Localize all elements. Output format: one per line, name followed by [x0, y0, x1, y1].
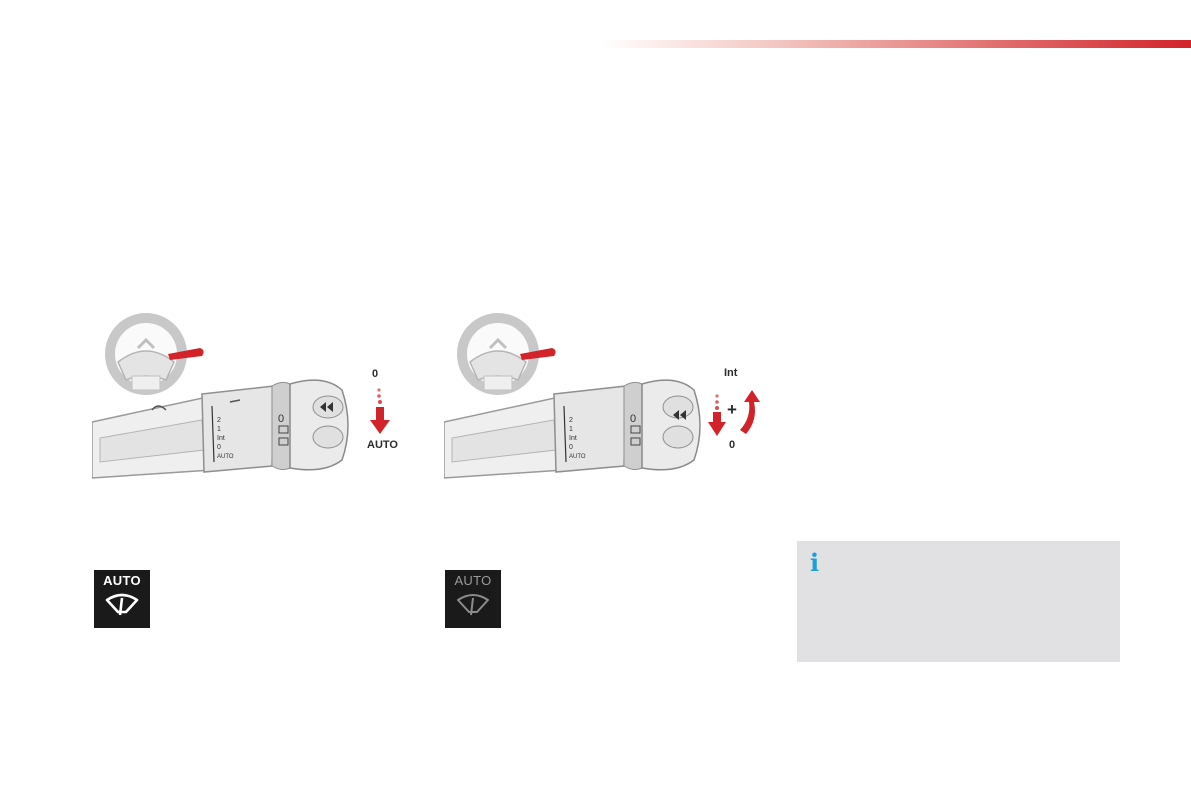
scale-label: 1	[569, 426, 573, 433]
position-label-top: 0	[372, 368, 378, 380]
steering-wheel-icon	[457, 313, 539, 395]
ring-label: 0	[278, 413, 284, 425]
scale-label: 0	[569, 444, 573, 451]
auto-wipe-indicator-off: AUTO	[445, 570, 501, 628]
position-label-top: Int	[724, 367, 738, 379]
position-label-bottom: AUTO	[367, 439, 398, 451]
wiper-stalk-icon: 2 1 Int 0 AUTO 0	[444, 379, 701, 479]
position-label-bottom: 0	[729, 439, 735, 451]
scale-label: 2	[569, 417, 573, 424]
stalk-highlight-icon	[520, 348, 556, 360]
auto-wipe-indicator-on: AUTO	[94, 570, 150, 628]
stalk-highlight-icon	[168, 348, 204, 360]
wiper-icon	[457, 594, 489, 616]
info-icon: i	[810, 548, 820, 577]
badge-label: AUTO	[103, 573, 141, 588]
badge-label: AUTO	[454, 573, 492, 588]
arrow-up-curved-icon	[740, 390, 760, 434]
scale-label: AUTO	[217, 454, 234, 460]
scale-label: Int	[569, 435, 577, 442]
info-note-box: i	[797, 541, 1120, 662]
wiper-icon	[105, 593, 139, 616]
stalk-illustration-int: 2 1 Int 0 AUTO 0 Int + 0	[444, 310, 774, 480]
position-label-plus: +	[727, 400, 737, 419]
scale-label: 2	[217, 417, 221, 424]
ring-label: 0	[630, 413, 636, 425]
scale-label: Int	[217, 435, 225, 442]
wiper-stalk-icon: 2 1 Int 0 AUTO 0	[92, 379, 349, 479]
stalk-illustration-auto: 2 1 Int 0 AUTO 0 0 AUTO	[92, 310, 412, 480]
scale-label: 1	[217, 426, 221, 433]
header-accent-bar	[600, 40, 1191, 48]
scale-label: AUTO	[569, 454, 586, 460]
arrow-down-icon	[708, 394, 726, 436]
arrow-down-icon	[370, 388, 390, 434]
scale-label: 0	[217, 444, 221, 451]
